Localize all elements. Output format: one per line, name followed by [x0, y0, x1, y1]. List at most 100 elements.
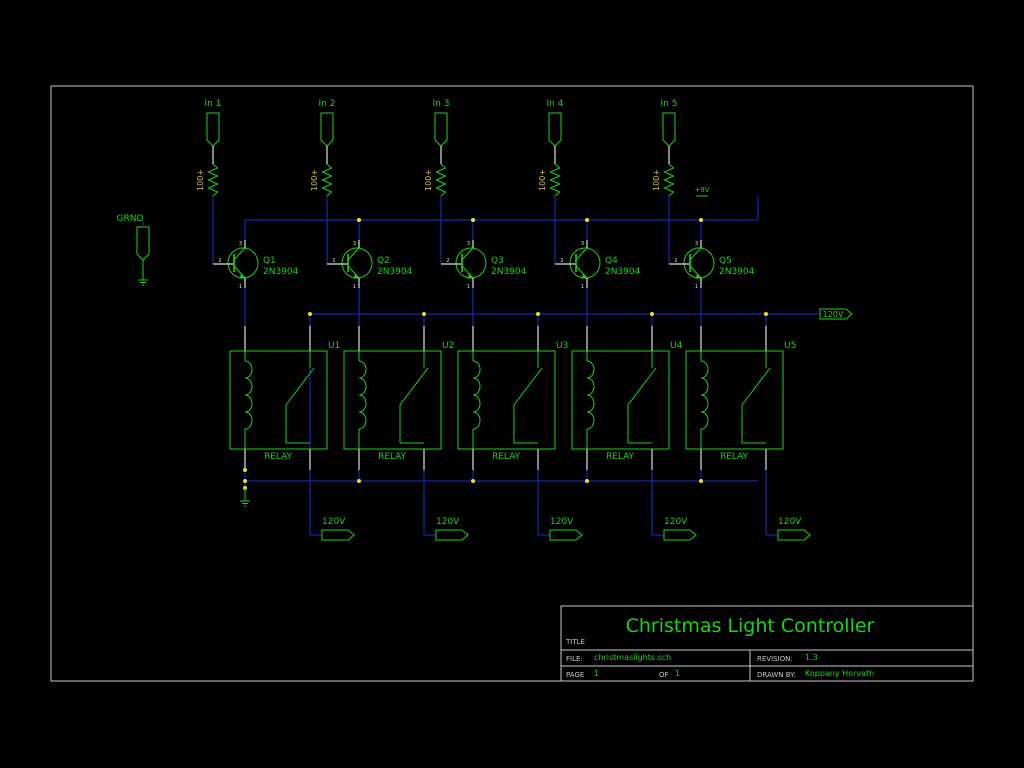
pin-number: 1: [467, 284, 470, 290]
pin-number: 1: [581, 284, 584, 290]
switch-blade: [741, 367, 771, 406]
relay-icon: [571, 350, 670, 450]
junction-dot: [585, 479, 589, 483]
relay-icon: [457, 350, 556, 450]
of-caption: OF: [659, 671, 669, 679]
output-label: 120V: [436, 517, 460, 527]
drawing-title: Christmas Light Controller: [626, 615, 875, 637]
switch-blade: [399, 367, 429, 406]
transistor-collector-line: [347, 247, 360, 261]
relay-ref: U3: [556, 341, 568, 351]
transistor-collector-line: [575, 247, 588, 261]
output-label: 120V: [778, 517, 802, 527]
pin-number: 2: [218, 258, 221, 264]
junction-dot: [585, 218, 589, 222]
relay-coil-icon: [358, 360, 367, 430]
input-label: In 5: [661, 99, 678, 109]
relay-ref: U5: [784, 341, 796, 351]
relay-label: RELAY: [492, 452, 521, 462]
input-connector-shape: [320, 112, 334, 147]
transistor-type: 2N3904: [263, 267, 299, 277]
output-connector-shape: [435, 529, 469, 541]
transistor-ref: Q2: [377, 256, 390, 266]
transistor-type: 2N3904: [377, 267, 413, 277]
pin-number: 2: [332, 258, 335, 264]
ground-symbol-icon: [240, 488, 250, 507]
junction-dot: [308, 312, 312, 316]
relay-label: RELAY: [264, 452, 293, 462]
transistor-ref: Q4: [605, 256, 618, 266]
transistor-type: 2N3904: [719, 267, 755, 277]
drawn-by-value: Koppany Horvath: [805, 669, 874, 678]
resistor-icon: [435, 163, 447, 197]
resistor-icon: [321, 163, 333, 197]
resistor-icon: [549, 163, 561, 197]
relay-label: RELAY: [606, 452, 635, 462]
page-caption: PAGE: [566, 671, 584, 679]
junction-dot: [243, 468, 247, 472]
title-block: TITLE Christmas Light Controller FILE: c…: [560, 605, 974, 682]
resistor-icon: [663, 163, 675, 197]
resistor-icon: [207, 163, 219, 197]
pin-number: 3: [695, 241, 698, 247]
resistor-value: 100+: [310, 169, 319, 191]
junction-dot: [357, 479, 361, 483]
junction-dot: [471, 479, 475, 483]
of-value: 1: [675, 669, 680, 678]
resistor-value: 100+: [196, 169, 205, 191]
output-connector-shape: [777, 529, 811, 541]
sheet-border: [50, 85, 974, 682]
ground-label: GRND: [117, 214, 144, 224]
pin-number: 3: [581, 241, 584, 247]
pin-number: 3: [467, 241, 470, 247]
main-output-label: 120V: [823, 310, 844, 319]
switch-blade: [627, 367, 657, 406]
main-output-connector: 120V: [819, 308, 853, 320]
title-block-frame: [560, 605, 974, 682]
relay-icon: [685, 350, 784, 450]
ground-symbol-icon: [138, 279, 148, 286]
input-label: In 1: [205, 99, 222, 109]
pin-number: 2: [560, 258, 563, 264]
pin-number: 1: [353, 284, 356, 290]
relay-coil-icon: [244, 360, 253, 430]
junction-dot: [422, 312, 426, 316]
ground-connector: GRND: [117, 214, 150, 286]
input-connector-shape: [206, 112, 220, 147]
revision-caption: REVISION:: [757, 655, 793, 663]
ground-connector-shape: [136, 226, 150, 261]
relay-icon: [229, 350, 328, 450]
junction-dot: [536, 312, 540, 316]
junction-dot: [650, 312, 654, 316]
transistor-ref: Q1: [263, 256, 276, 266]
main-output-shape: [819, 308, 853, 320]
junctions-layer: [243, 218, 768, 490]
wires-layer: [142, 196, 820, 536]
transistor-type: 2N3904: [605, 267, 641, 277]
resistor-value: 100+: [538, 169, 547, 191]
transistor-collector-line: [689, 247, 702, 261]
title-caption: TITLE: [565, 638, 585, 646]
file-caption: FILE:: [566, 655, 583, 663]
supply-label: +9V: [694, 186, 709, 194]
output-connector-shape: [663, 529, 697, 541]
resistor-value: 100+: [652, 169, 661, 191]
output-connector-shape: [549, 529, 583, 541]
output-label: 120V: [550, 517, 574, 527]
transistor-ref: Q5: [719, 256, 732, 266]
relay-ref: U4: [670, 341, 683, 351]
pin-number: 2: [674, 258, 677, 264]
relay-label: RELAY: [720, 452, 749, 462]
junction-dot: [764, 312, 768, 316]
page-value: 1: [594, 669, 599, 678]
junction-dot: [699, 479, 703, 483]
file-name: christmaslights.sch: [594, 653, 671, 662]
revision-value: 1.3: [805, 653, 818, 662]
relay-label: RELAY: [378, 452, 407, 462]
